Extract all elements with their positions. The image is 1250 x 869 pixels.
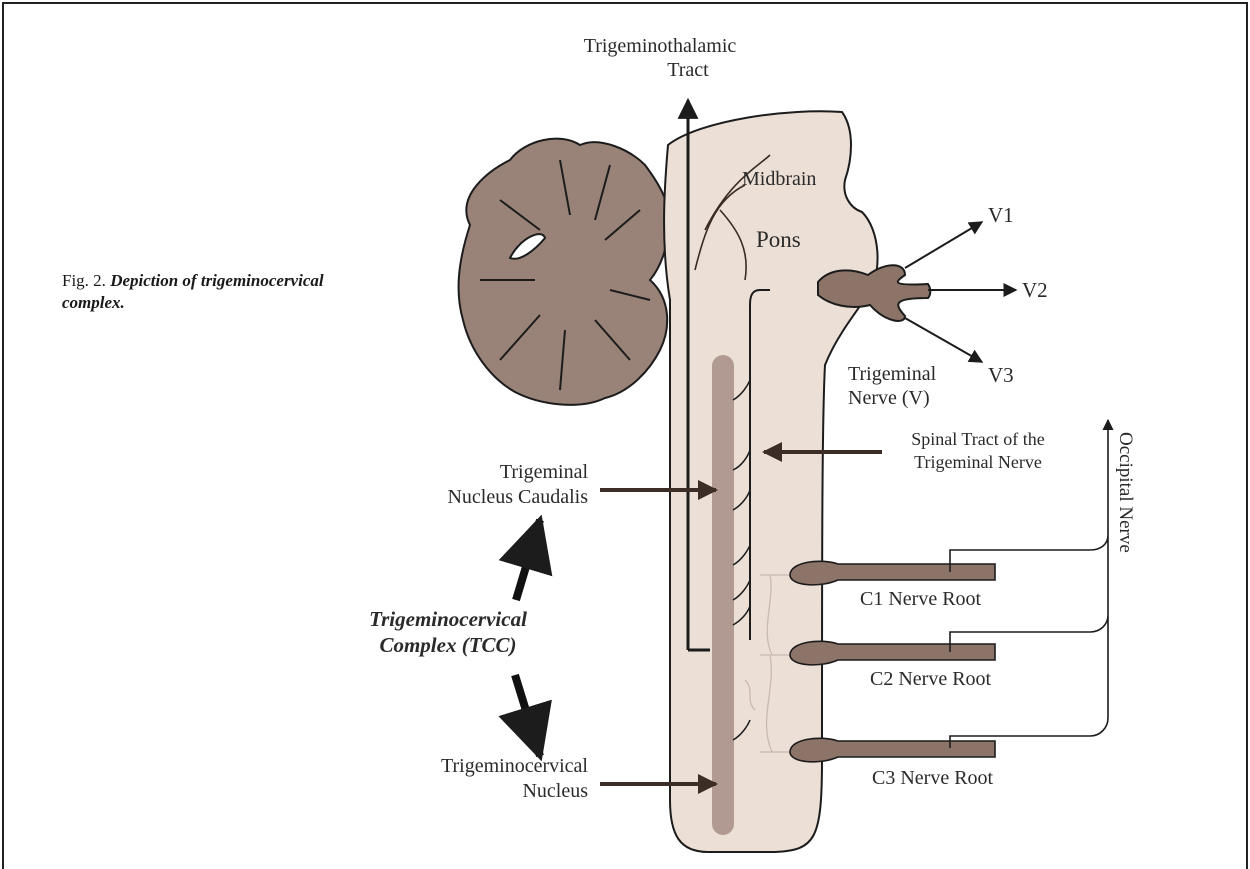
label-c3: C3 Nerve Root: [872, 767, 994, 789]
figure-border: [3, 3, 1247, 869]
label-trigeminal-nerve-1: Trigeminal: [848, 363, 937, 385]
label-tcn-2: Nucleus: [522, 780, 588, 802]
tcc-down-arrow: [515, 675, 540, 756]
label-trigeminal-nerve-2: Nerve (V): [848, 387, 930, 409]
label-c2: C2 Nerve Root: [870, 668, 992, 690]
label-spinal-tract-1: Spinal Tract of the: [911, 429, 1045, 449]
label-trigeminothalamic-2: Tract: [667, 59, 709, 81]
label-midbrain: Midbrain: [742, 168, 816, 190]
c1-nerve-root: [790, 561, 995, 585]
label-v1: V1: [988, 203, 1014, 227]
nucleus-column: [712, 355, 734, 835]
label-tcc-1: Trigeminocervical: [369, 607, 527, 631]
label-spinal-tract-2: Trigeminal Nerve: [914, 452, 1042, 472]
label-v2: V2: [1022, 278, 1048, 302]
label-tnc-1: Trigeminal: [500, 461, 589, 483]
label-tnc-2: Nucleus Caudalis: [447, 486, 588, 508]
figure-label: Fig. 2.: [62, 271, 106, 290]
tcc-up-arrow: [516, 520, 540, 600]
label-tcn-1: Trigeminocervical: [441, 755, 588, 777]
label-c1: C1 Nerve Root: [860, 588, 982, 610]
label-trigeminothalamic-1: Trigeminothalamic: [584, 35, 737, 57]
label-v3: V3: [988, 363, 1014, 387]
label-occipital-nerve: Occipital Nerve: [1115, 432, 1136, 553]
v3-arrow: [905, 318, 982, 362]
label-pons: Pons: [756, 227, 801, 252]
c2-nerve-root: [790, 641, 995, 665]
label-tcc-2: Complex (TCC): [379, 633, 516, 657]
c3-nerve-root: [790, 738, 995, 762]
v1-arrow: [905, 222, 982, 268]
figure-caption: Fig. 2. Depiction of trigeminocervical c…: [62, 270, 362, 314]
